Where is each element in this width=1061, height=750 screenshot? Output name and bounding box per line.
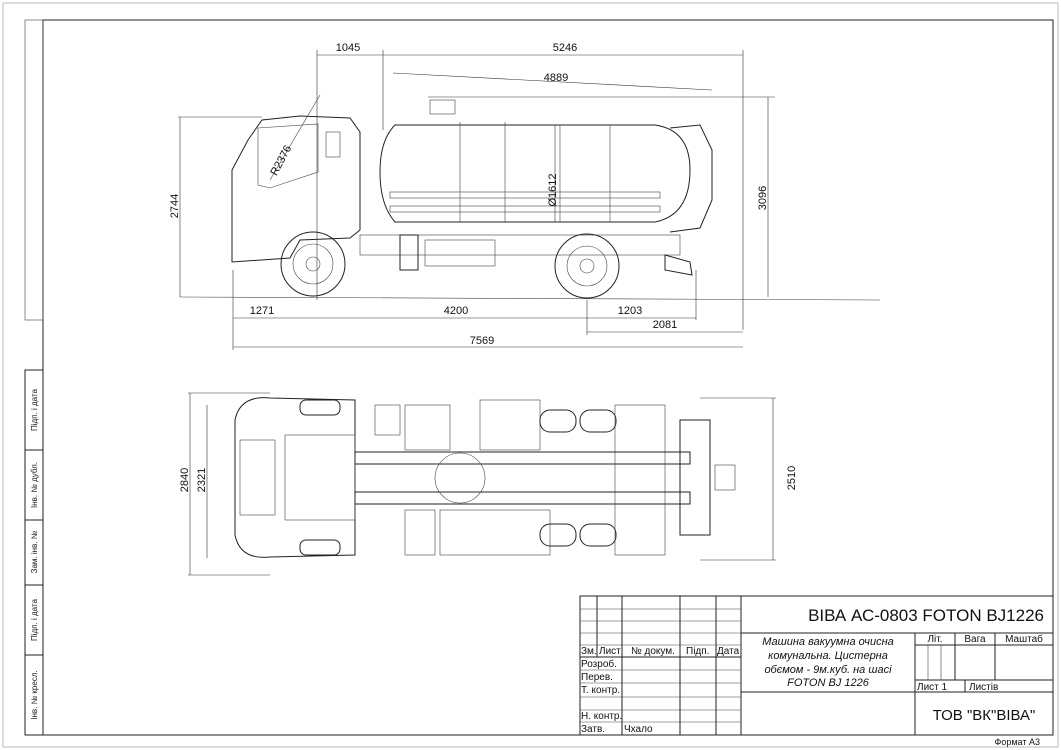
drawing-title: ВІВА АС-0803 FOTON BJ1226: [808, 606, 1044, 625]
company-name: ТОВ "ВК"ВІВА": [933, 707, 1036, 724]
description-line: Машина вакуумна очисна: [762, 636, 894, 648]
dim-1045: 1045: [336, 42, 360, 54]
top-view-chassis: [234, 397, 736, 558]
description-line: FOTON BJ 1226: [787, 677, 870, 689]
title-block: ВІВА АС-0803 FOTON BJ1226 Зм. Лист № док…: [579, 595, 1054, 747]
dim-tank-diameter: Ø1612: [547, 173, 559, 206]
description-line: обємом - 9м.куб. на шасі: [764, 664, 892, 676]
format-label: Формат А3: [995, 737, 1040, 747]
drawing-frame: [42, 19, 1054, 736]
header-list: Лист: [599, 646, 621, 657]
strip-label: Інв. № дубл.: [30, 462, 39, 508]
binding-strip: Підп. і дата Інв. № дубл. Зам. інв. № Пі…: [24, 369, 44, 736]
dim-radius: R2376: [268, 143, 294, 177]
side-view-truck: [179, 99, 881, 301]
dim-7569: 7569: [470, 335, 494, 347]
row-approved: Затв.: [581, 724, 605, 735]
sheet-label: Лист 1: [917, 682, 948, 693]
weight-label: Вага: [964, 634, 986, 645]
row-checked: Перев.: [581, 672, 613, 683]
dim-2510: 2510: [786, 466, 798, 490]
dim-4200: 4200: [444, 305, 468, 317]
dim-total-height: 3096: [757, 186, 769, 210]
row-tech-control: Т. контр.: [581, 685, 620, 696]
dim-cab-height: 2744: [169, 194, 181, 218]
header-date: Дата: [717, 646, 740, 657]
lit-label: Літ.: [927, 634, 942, 645]
dim-1271: 1271: [250, 305, 274, 317]
binding-strip-top: [24, 19, 44, 321]
dim-2840: 2840: [179, 468, 191, 492]
side-view-dimensions: 1045 5246 4889 Ø1612 R2376 2744 3096 127…: [169, 42, 775, 350]
row-norm-control: Н. контр.: [581, 711, 622, 722]
dim-2321: 2321: [196, 468, 208, 492]
description-line: комунальна. Цистерна: [768, 650, 888, 662]
strip-label: Зам. інв. №: [30, 530, 39, 573]
strip-label: Інв. № кресл.: [30, 670, 39, 719]
header-doc-no: № докум.: [631, 646, 675, 657]
dim-4889: 4889: [544, 72, 568, 84]
header-sign: Підп.: [686, 646, 709, 657]
scale-label: Маштаб: [1005, 633, 1043, 645]
dim-2081: 2081: [653, 319, 677, 331]
sheets-label: Листів: [969, 682, 998, 693]
dim-1203: 1203: [618, 305, 642, 317]
row-developed: Розроб.: [581, 658, 617, 670]
dim-5246: 5246: [553, 42, 577, 54]
strip-label: Підп. і дата: [30, 598, 39, 640]
header-zm: Зм.: [581, 646, 597, 657]
strip-label: Підп. і дата: [30, 388, 39, 430]
approver-name: Чхало: [624, 724, 653, 735]
top-view-dimensions: 2840 2321 2510: [179, 392, 798, 576]
